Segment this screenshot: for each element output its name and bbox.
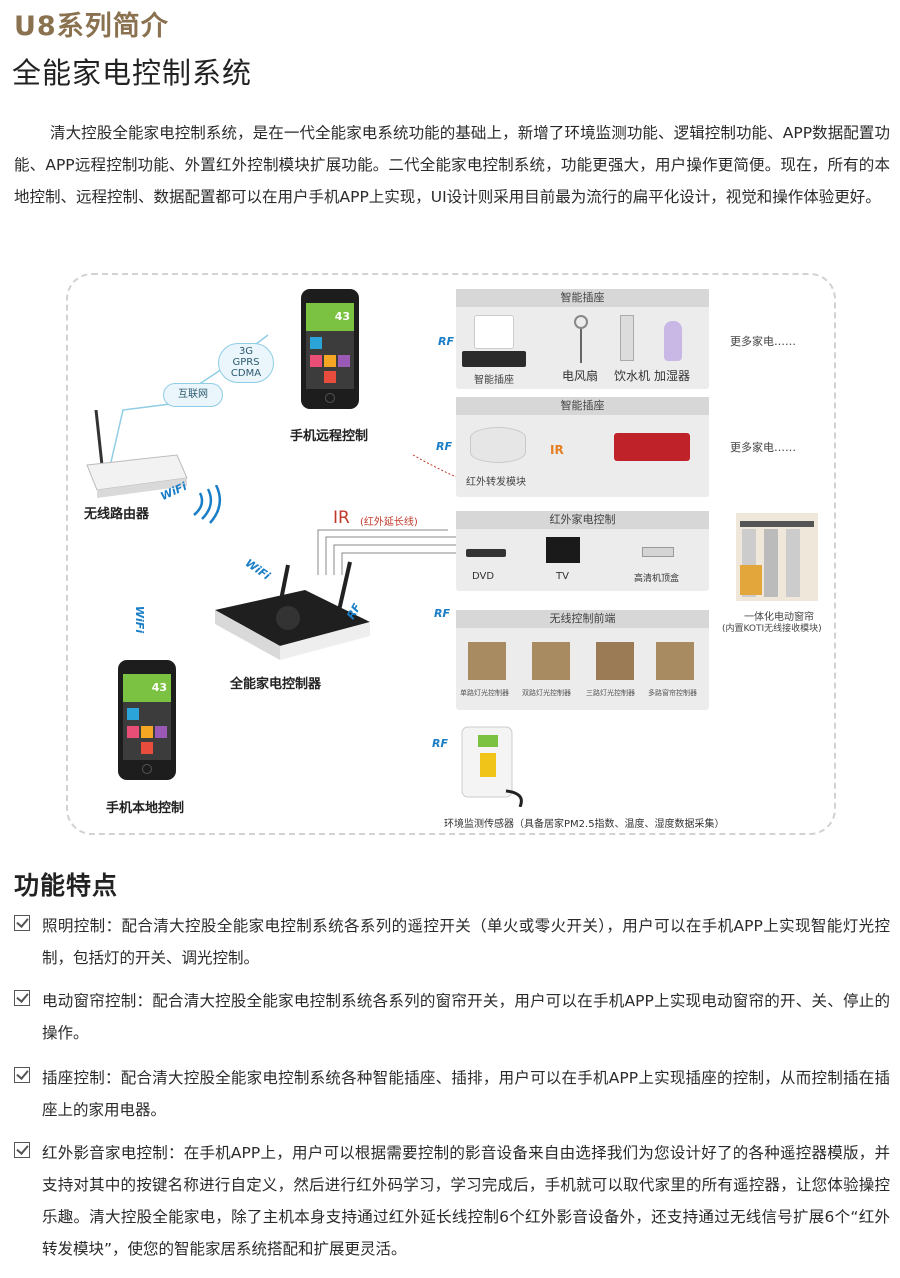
phone-local: 43 [118,660,176,780]
internet-cloud: 互联网 [163,383,223,407]
intro-paragraph: 清大控股全能家电控制系统，是在一代全能家电系统功能的基础上，新增了环境监测功能、… [14,124,890,206]
router-icon [86,410,188,498]
sensor-icon [461,726,523,807]
sensor-label: 环境监测传感器（具备居家PM2.5指数、温度、湿度数据采集） [444,819,725,830]
rf-signal-ir-module: RF [436,440,452,453]
ir-label: IR [333,508,350,528]
more-appliances-1: 更多家电…… [730,335,796,348]
feature-item-curtain: 电动窗帘控制：配合清大控股全能家电控制系统各系列的窗帘开关，用户可以在手机APP… [14,985,890,1049]
controller-label: 全能家电控制器 [230,677,322,692]
checkbox-icon [14,1142,30,1158]
feature-item-socket: 插座控制：配合清大控股全能家电控制系统各种智能插座、插排，用户可以在手机APP上… [14,1062,890,1126]
rf-signal-sensor: RF [432,737,448,750]
panel-smart-socket: 智能插座 智能插座 电风扇 饮水机 加湿器 [456,289,709,389]
ir-note: (红外延长线) [360,517,418,528]
curtain-image [736,513,818,601]
page-title: 全能家电控制系统 [12,56,253,90]
panel-ir-module: 智能插座 红外转发模块 IR [456,397,709,497]
feature-item-lighting: 照明控制：配合清大控股全能家电控制系统各系列的遥控开关（单火或零火开关），用户可… [14,910,890,974]
rf-signal-switch: RF [434,607,450,620]
phone-local-label: 手机本地控制 [106,801,185,816]
checkbox-icon [14,990,30,1006]
feature-item-ir-av: 红外影音家电控制：在手机APP上，用户可以根据需要控制的影音设备来自由选择我们为… [14,1137,890,1265]
curtain-label: 一体化电动窗帘 [744,612,814,623]
panel-ir-appliance: 红外家电控制 DVD TV 高清机顶盒 [456,511,709,591]
phone-remote-label: 手机远程控制 [290,429,369,444]
panel-wireless-switch: 无线控制前端 单路灯光控制器 双路灯光控制器 三路灯光控制器 多路窗帘控制器 [456,610,709,710]
phone-remote: 43 [301,289,359,409]
curtain-note: (内置KOTI无线接收模块) [722,624,822,634]
checkbox-icon [14,915,30,931]
wifi-waves-icon [193,485,222,524]
series-title: U8系列简介 [14,11,169,42]
features-title: 功能特点 [14,871,119,900]
rf-signal-socket: RF [438,335,454,348]
wifi-signal-local: WiFi [133,605,147,634]
router-label: 无线路由器 [84,507,150,522]
controller-icon [215,561,370,660]
system-diagram: 互联网 3G GPRS CDMA 43 手机远程控制 无线路由器 WiFi [66,273,836,835]
more-appliances-2: 更多家电…… [730,441,796,454]
checkbox-icon [14,1067,30,1083]
mobile-network-cloud: 3G GPRS CDMA [218,343,274,383]
connection-lines [107,334,629,575]
